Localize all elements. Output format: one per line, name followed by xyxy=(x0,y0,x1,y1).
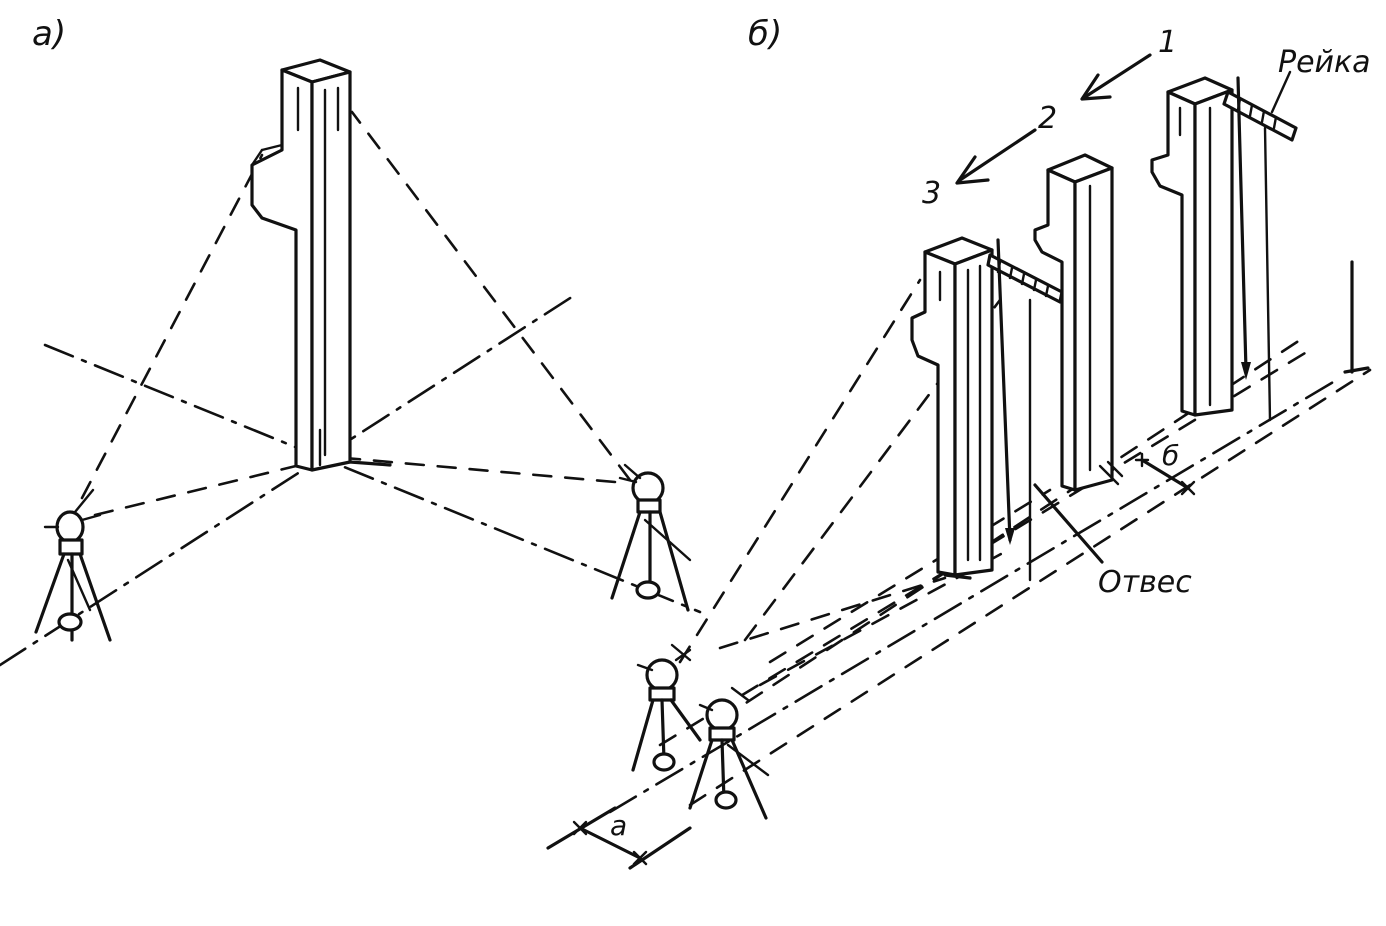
plumb-label: Отвес xyxy=(1098,565,1192,600)
ground-line-2 xyxy=(688,368,1372,807)
staff-label: Рейка xyxy=(1278,45,1371,80)
arrow-step-2 xyxy=(955,128,1037,185)
sight-line-b-col2 xyxy=(768,488,1052,664)
offset-b-dimension xyxy=(1134,452,1196,496)
ground-axis-b xyxy=(608,376,1342,814)
panel-b: б) 1 2 3 xyxy=(546,14,1372,870)
sight-line-left-top xyxy=(80,153,264,500)
theodolite-b2 xyxy=(688,686,770,820)
panel-b-label: б) xyxy=(748,14,782,54)
step-1-label: 1 xyxy=(1158,25,1177,60)
arrow-step-1 xyxy=(1080,53,1152,101)
offset-b-label: б xyxy=(1162,439,1179,472)
theodolite-left xyxy=(34,488,112,642)
offset-a-dimension xyxy=(546,806,692,870)
column-b3 xyxy=(1150,76,1234,417)
panel-a-label: а) xyxy=(32,14,66,54)
step-2-label: 2 xyxy=(1038,101,1057,136)
sight-line-right-top xyxy=(350,110,632,482)
column-b1 xyxy=(910,236,994,580)
plumb-leader-line xyxy=(1033,483,1104,564)
theodolite-b1 xyxy=(631,643,702,772)
staff-b1 xyxy=(986,238,1064,582)
step-3-label: 3 xyxy=(922,176,941,211)
sight-line-b-base xyxy=(718,576,947,650)
sight-line-right-base xyxy=(343,456,617,484)
column-b2 xyxy=(1033,153,1124,492)
axis-line-a2 xyxy=(0,291,580,667)
axis-tick-right-foot xyxy=(1343,366,1370,374)
column-a xyxy=(250,58,392,472)
staff-b3 xyxy=(1222,70,1298,422)
sight-line-left-base xyxy=(93,463,302,517)
theodolite-right xyxy=(610,463,692,612)
axis-line-a1 xyxy=(43,343,702,614)
panel-a: а) xyxy=(0,14,702,667)
sight-line-b-top xyxy=(678,278,922,664)
offset-a-label: a xyxy=(610,809,627,842)
